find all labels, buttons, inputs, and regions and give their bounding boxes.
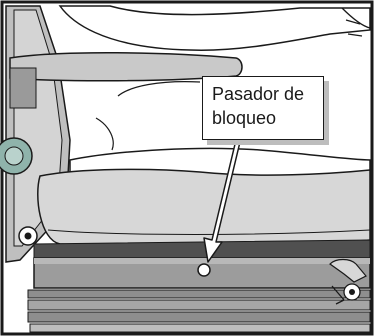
slide-rail-highlight — [34, 258, 370, 264]
armrest-support — [10, 68, 36, 108]
pivot-bolt-center — [25, 233, 32, 240]
lock-pin-callout: Pasador de bloqueo — [202, 76, 324, 140]
lower-rail-2 — [28, 300, 370, 310]
recline-knob-center — [5, 147, 23, 165]
lower-rail-1 — [28, 290, 370, 298]
floor-track — [30, 324, 370, 332]
lower-rail-3 — [28, 312, 370, 322]
latch-bolt-center — [349, 289, 355, 295]
callout-line-1: Pasador de — [212, 82, 315, 106]
callout-line-2: bloqueo — [212, 106, 315, 130]
locking-pin — [198, 264, 210, 276]
